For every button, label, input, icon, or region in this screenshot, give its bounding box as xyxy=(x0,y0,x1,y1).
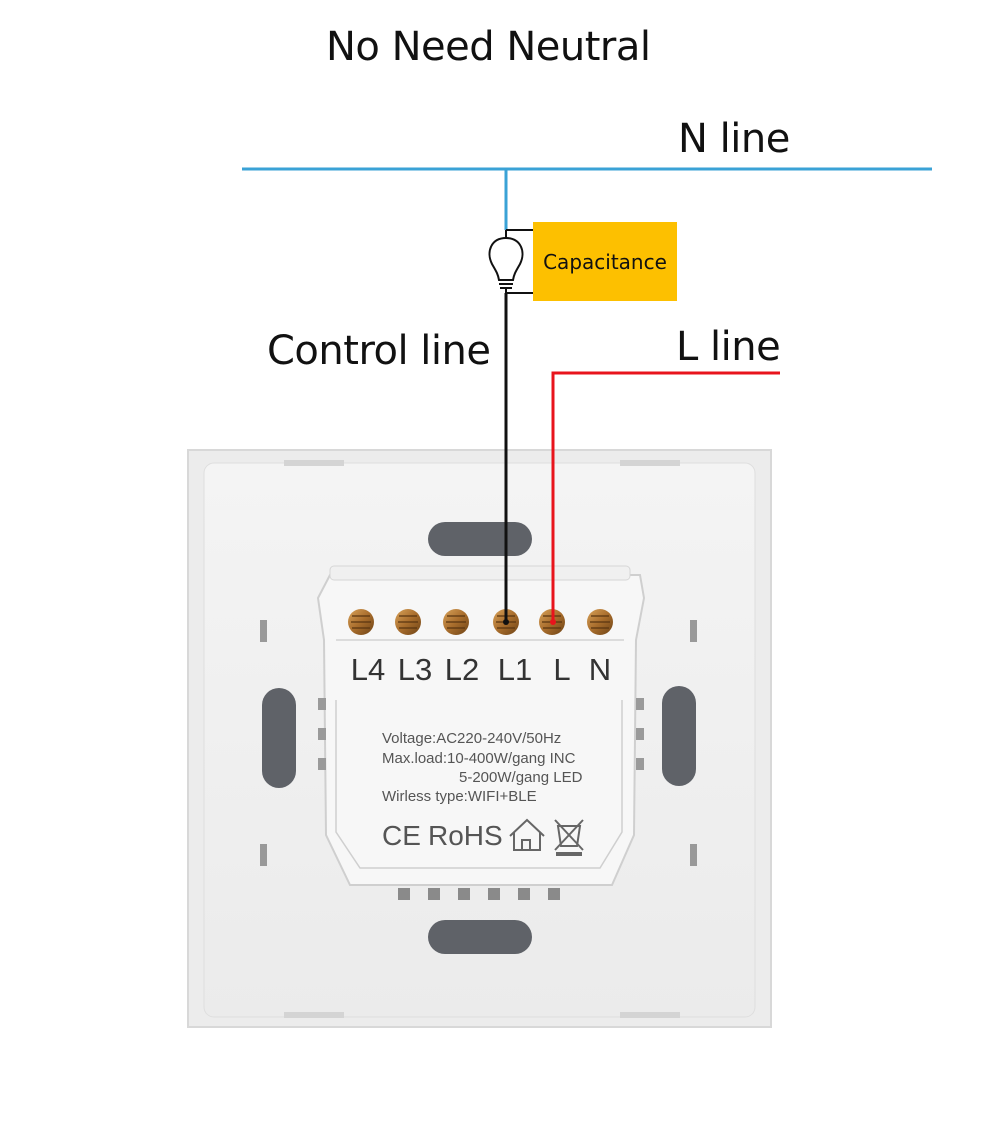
capacitance-box: Capacitance xyxy=(533,222,677,301)
ce-mark: CE xyxy=(382,820,421,851)
terminal-label-l: L xyxy=(553,652,571,687)
l-line-terminal-dot xyxy=(550,619,556,625)
terminal-screws xyxy=(348,609,613,635)
spec-max-load-inc: Max.load:10-400W/gang INC xyxy=(382,750,576,767)
terminal-label-l1: L1 xyxy=(497,652,533,687)
l-line-wire xyxy=(551,371,780,622)
spec-max-load-led: 5-200W/gang LED xyxy=(459,769,583,786)
terminal-label-l2: L2 xyxy=(444,652,480,687)
weee-bin-icon xyxy=(554,819,584,856)
terminal-label-l4: L4 xyxy=(350,652,386,687)
control-line-label: Control line xyxy=(267,328,491,374)
control-line-terminal-dot xyxy=(503,619,509,625)
rohs-mark: RoHS xyxy=(428,820,503,851)
spec-wireless: Wirless type:WIFI+BLE xyxy=(382,788,537,805)
mount-slot-left xyxy=(262,688,296,788)
mount-slot-top xyxy=(428,522,532,556)
terminal-label-n: N xyxy=(588,652,612,687)
l-line-label: L line xyxy=(676,324,781,370)
mount-slot-right xyxy=(662,686,696,786)
mount-slot-bottom xyxy=(428,920,532,954)
diagram-title: No Need Neutral xyxy=(326,24,651,70)
n-line-label: N line xyxy=(678,116,790,162)
spec-voltage: Voltage:AC220-240V/50Hz xyxy=(382,730,562,747)
bulb-icon xyxy=(488,230,524,293)
capacitance-label: Capacitance xyxy=(543,249,667,274)
terminal-label-l3: L3 xyxy=(397,652,433,687)
switch-module xyxy=(316,565,646,900)
house-icon xyxy=(509,818,545,851)
